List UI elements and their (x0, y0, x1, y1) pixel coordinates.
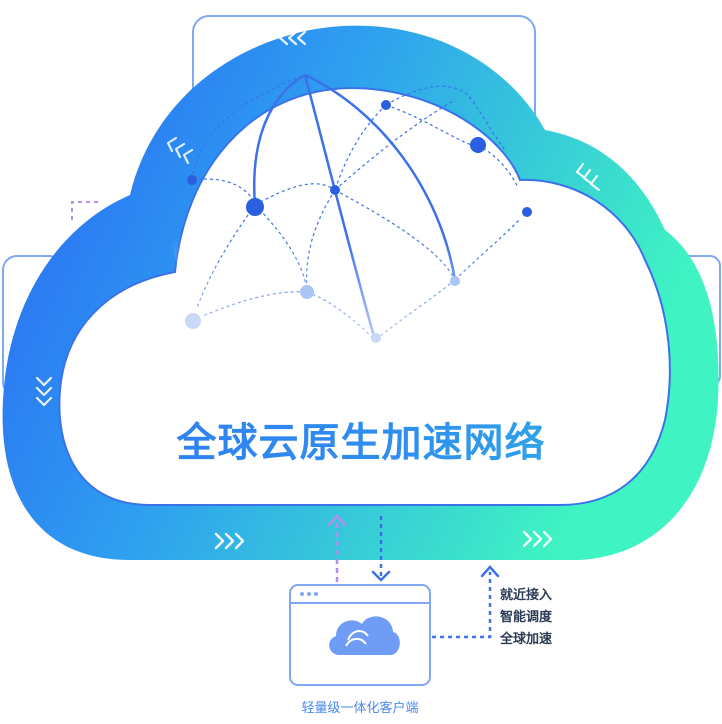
node (187, 175, 197, 185)
node (381, 100, 391, 110)
chevron-left-icon (278, 30, 307, 46)
node (522, 207, 532, 217)
node (246, 198, 264, 216)
feature-label-1: 就近接入 (500, 588, 553, 603)
node (470, 137, 486, 153)
left-dashed-link (71, 201, 100, 220)
node (450, 276, 460, 286)
feature-label-2: 智能调度 (500, 610, 553, 625)
client-label: 轻量级一体化客户端 (301, 701, 419, 716)
feature-label-3: 全球加速 (500, 632, 553, 647)
chevron-down-icon (35, 376, 53, 407)
chevron-left-icon (575, 162, 601, 192)
node (185, 313, 201, 329)
node (371, 333, 381, 343)
cloud-logo-icon (329, 616, 400, 655)
upload-arrow (327, 514, 347, 582)
network-nodes (185, 100, 532, 343)
chevron-right-icon (214, 532, 245, 550)
node (330, 185, 340, 195)
chevron-left-icon (166, 136, 194, 165)
chevron-right-icon (522, 530, 553, 548)
side-link-arrow (432, 565, 500, 639)
download-arrow (371, 516, 391, 582)
node (300, 285, 314, 299)
main-title: 全球云原生加速网络 (0, 410, 722, 468)
